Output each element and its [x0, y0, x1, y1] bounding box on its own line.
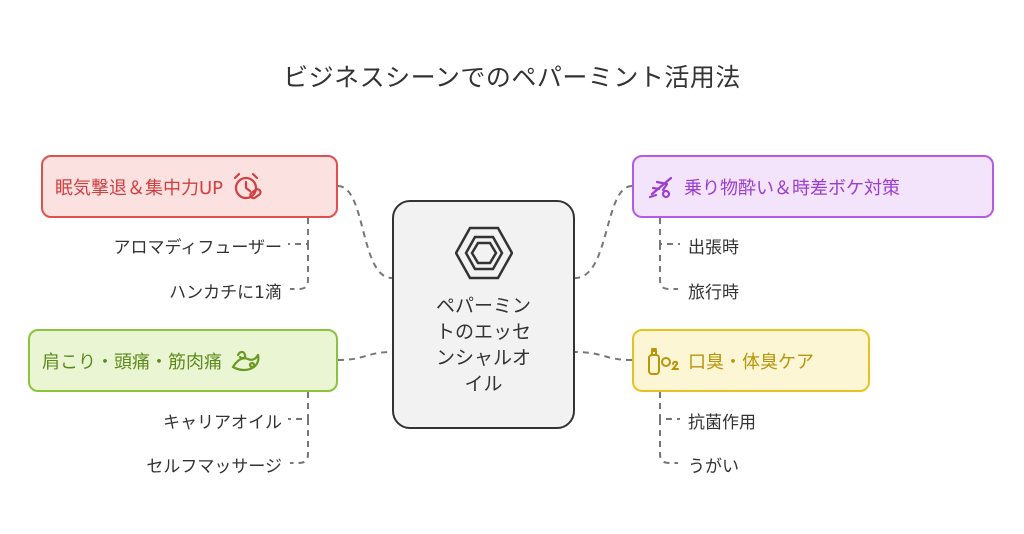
- central-topic: ペパーミン トのエッセ ンシャルオ イル: [392, 200, 575, 429]
- branch-focus-2: [290, 244, 309, 290]
- category-focus: 眠気撃退＆集中力UP: [41, 155, 338, 218]
- airplane-icon: [648, 176, 673, 198]
- flexed-arm-icon: [231, 350, 260, 371]
- category-breath-label: 口臭・体臭ケア: [688, 351, 814, 373]
- connector-focus: [337, 185, 393, 279]
- page-title: ビジネスシーンでのペパーミント活用法: [283, 63, 741, 92]
- category-breath: 口臭・体臭ケア: [632, 329, 870, 392]
- pain-item-1: キャリアオイル: [163, 413, 282, 433]
- category-travel-label: 乗り物酔い＆時差ボケ対策: [684, 177, 900, 199]
- connector-breath: [574, 351, 633, 361]
- branch-travel-1: [659, 218, 680, 245]
- breath-item-1: 抗菌作用: [688, 413, 756, 433]
- branch-breath-1: [659, 392, 680, 420]
- branch-pain-2: [290, 419, 309, 464]
- branch-breath-2: [659, 419, 678, 464]
- connector-travel: [574, 185, 633, 279]
- category-focus-label: 眠気撃退＆集中力UP: [55, 177, 224, 199]
- focus-item-2: ハンカチに1滴: [169, 283, 282, 303]
- travel-item-2: 旅行時: [688, 283, 739, 303]
- branch-focus-1: [288, 218, 309, 245]
- travel-item-1: 出張時: [688, 238, 739, 258]
- breath-item-2: うがい: [688, 457, 739, 477]
- pain-item-2: セルフマッサージ: [146, 457, 282, 477]
- branch-pain-1: [288, 392, 309, 420]
- connector-pain: [337, 351, 393, 361]
- hexagon-icon: [455, 226, 513, 280]
- alarm-clock-icon: [233, 172, 262, 199]
- focus-item-1: アロマディフューザー: [113, 238, 282, 258]
- branch-travel-2: [659, 244, 678, 290]
- central-topic-label: ペパーミン トのエッセ ンシャルオ イル: [435, 295, 531, 395]
- category-travel: 乗り物酔い＆時差ボケ対策: [632, 155, 994, 218]
- category-pain-label: 肩こり・頭痛・筋肉痛: [42, 351, 222, 373]
- category-pain: 肩こり・頭痛・筋肉痛: [28, 329, 338, 392]
- oxygen-bottle-icon: [648, 347, 679, 375]
